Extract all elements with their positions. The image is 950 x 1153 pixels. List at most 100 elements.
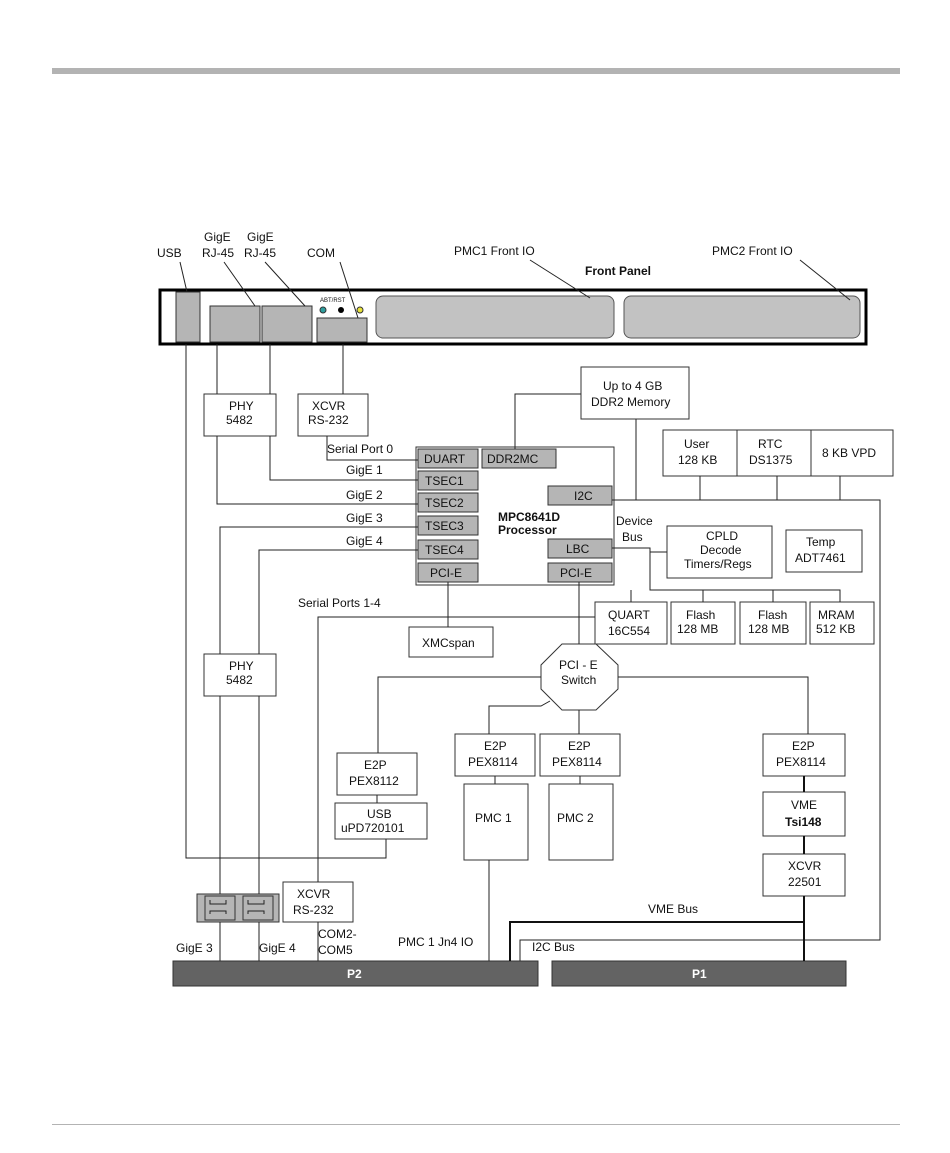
xcvr-22501-line1: XCVR [788, 859, 822, 873]
ddr2-line2: DDR2 Memory [591, 395, 670, 409]
footer-rule [52, 1124, 900, 1125]
p2-label: P2 [347, 967, 362, 981]
usb-controller-box [334, 802, 428, 840]
header-rule [52, 68, 900, 74]
temp-line2: ADT7461 [795, 551, 846, 565]
pmc2-box [548, 783, 614, 861]
e2p-b-line1: E2P [568, 739, 591, 753]
xmcspan-box [408, 626, 494, 658]
e2p-b-line2: PEX8114 [552, 755, 602, 769]
tsec3-block [417, 515, 479, 536]
com2-line1: COM2- [318, 927, 357, 941]
usb-callout: USB [157, 246, 182, 260]
cpld-box [666, 525, 773, 579]
front-panel-label: Front Panel [585, 264, 651, 278]
phy-top-box [203, 393, 277, 437]
e2p-pex8112-box [336, 752, 418, 796]
ddr2mc-block [481, 448, 557, 469]
gige3-label: GigE 3 [346, 511, 383, 525]
p1-connector [551, 960, 847, 987]
e2p-pex8114-a-box [454, 733, 536, 777]
e2p-pex8114-b-box [539, 733, 621, 777]
gige-callout-1: GigE [204, 230, 231, 244]
com-callout: COM [307, 246, 335, 260]
pmc1-box [463, 783, 529, 861]
rtc-box [736, 429, 812, 477]
lbc-label: LBC [566, 542, 590, 556]
vpd-box [810, 429, 894, 477]
xmcspan-label: XMCspan [422, 636, 475, 650]
temp-line1: Temp [806, 535, 836, 549]
vme-bus-label: VME Bus [648, 902, 698, 916]
vme-line1: VME [791, 798, 817, 812]
pcie-switch-line2: Switch [561, 673, 596, 687]
user-flash-box [662, 429, 738, 477]
rj45-callout-2: RJ-45 [244, 246, 276, 260]
e2p-pex8114-c-box [762, 733, 846, 777]
phy-top-line1: PHY [229, 399, 254, 413]
user-line1: User [684, 437, 709, 451]
quart-box [594, 601, 668, 645]
cpld-line2: Decode [700, 543, 742, 557]
e2p-c-line1: E2P [792, 739, 815, 753]
e2p-c-line2: PEX8114 [776, 755, 826, 769]
rear-rj45-port-2 [242, 895, 274, 921]
cpld-line3: Timers/Regs [684, 557, 752, 571]
flash2-line1: Flash [758, 608, 787, 622]
phy-top-line2: 5482 [226, 413, 253, 427]
pmc1-front-io [375, 295, 615, 339]
duart-block [417, 448, 479, 469]
pcie-switch-line1: PCI - E [559, 658, 598, 672]
e2p-8112-line1: E2P [364, 758, 387, 772]
gige-callout-2: GigE [247, 230, 274, 244]
tsec2-block [417, 492, 479, 513]
pcie-switch [540, 643, 619, 711]
abt-rst-label: ABT/RST [320, 298, 346, 304]
vme-line2: Tsi148 [785, 815, 822, 829]
rj45-port-1 [209, 305, 261, 343]
quart-line1: QUART [608, 608, 650, 622]
i2c-label: I2C [574, 489, 593, 503]
pmc2-label: PMC 2 [557, 811, 594, 825]
mram-line1: MRAM [818, 608, 855, 622]
p2-connector [172, 960, 539, 987]
i2c-block [547, 485, 613, 506]
pmc2-front-io [623, 295, 861, 339]
p1-label: P1 [692, 967, 707, 981]
mram-line2: 512 KB [816, 622, 855, 636]
pcie-right-block [547, 562, 613, 583]
quart-line2: 16C554 [608, 624, 650, 638]
serial-ports-label: Serial Ports 1-4 [298, 596, 381, 610]
cpld-line1: CPLD [706, 529, 738, 543]
tsec2-label: TSEC2 [425, 496, 464, 510]
status-led-green [319, 306, 327, 314]
device-bus-line1: Device [616, 514, 653, 528]
ddr2mc-label: DDR2MC [487, 452, 539, 466]
xcvr-top-line2: RS-232 [308, 413, 349, 427]
xcvr-22501-line2: 22501 [788, 875, 822, 889]
i2c-bus-label: I2C Bus [532, 940, 575, 954]
flash-box-1 [670, 601, 736, 645]
com-port [316, 317, 368, 343]
rj45-callout-1: RJ-45 [202, 246, 234, 260]
device-bus-line2: Bus [622, 530, 643, 544]
status-led-yellow [356, 306, 364, 314]
xcvr-bot-line1: XCVR [297, 887, 331, 901]
pcie-right-label: PCI-E [560, 566, 592, 580]
e2p-a-line2: PEX8114 [468, 755, 518, 769]
gige4-label: GigE 4 [346, 534, 383, 548]
flash1-line1: Flash [686, 608, 715, 622]
tsec1-label: TSEC1 [425, 474, 464, 488]
xcvr-top-line1: XCVR [312, 399, 346, 413]
rtc-line2: DS1375 [749, 453, 793, 467]
ddr2-line1: Up to 4 GB [603, 379, 662, 393]
gige1-label: GigE 1 [346, 463, 383, 477]
e2p-8112-line2: PEX8112 [349, 774, 399, 788]
serial-port0-label: Serial Port 0 [327, 442, 393, 456]
pmc1-label: PMC 1 [475, 811, 512, 825]
processor-subtitle: Processor [498, 523, 557, 537]
flash-box-2 [739, 601, 807, 645]
abort-reset-button [338, 307, 344, 313]
mram-box [809, 601, 875, 645]
e2p-a-line1: E2P [484, 739, 507, 753]
